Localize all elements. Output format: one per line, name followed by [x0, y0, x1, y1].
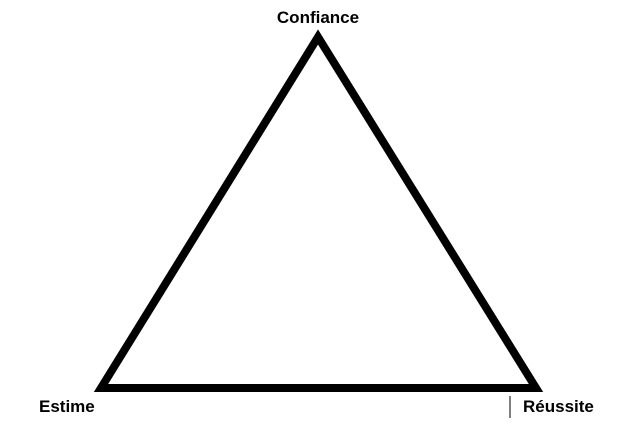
triangle-shape — [93, 29, 544, 392]
vertex-label-confiance: Confiance — [276, 8, 360, 27]
vertex-label-estime: Estime — [39, 397, 95, 416]
vertex-label-reussite: Réussite — [523, 397, 594, 416]
